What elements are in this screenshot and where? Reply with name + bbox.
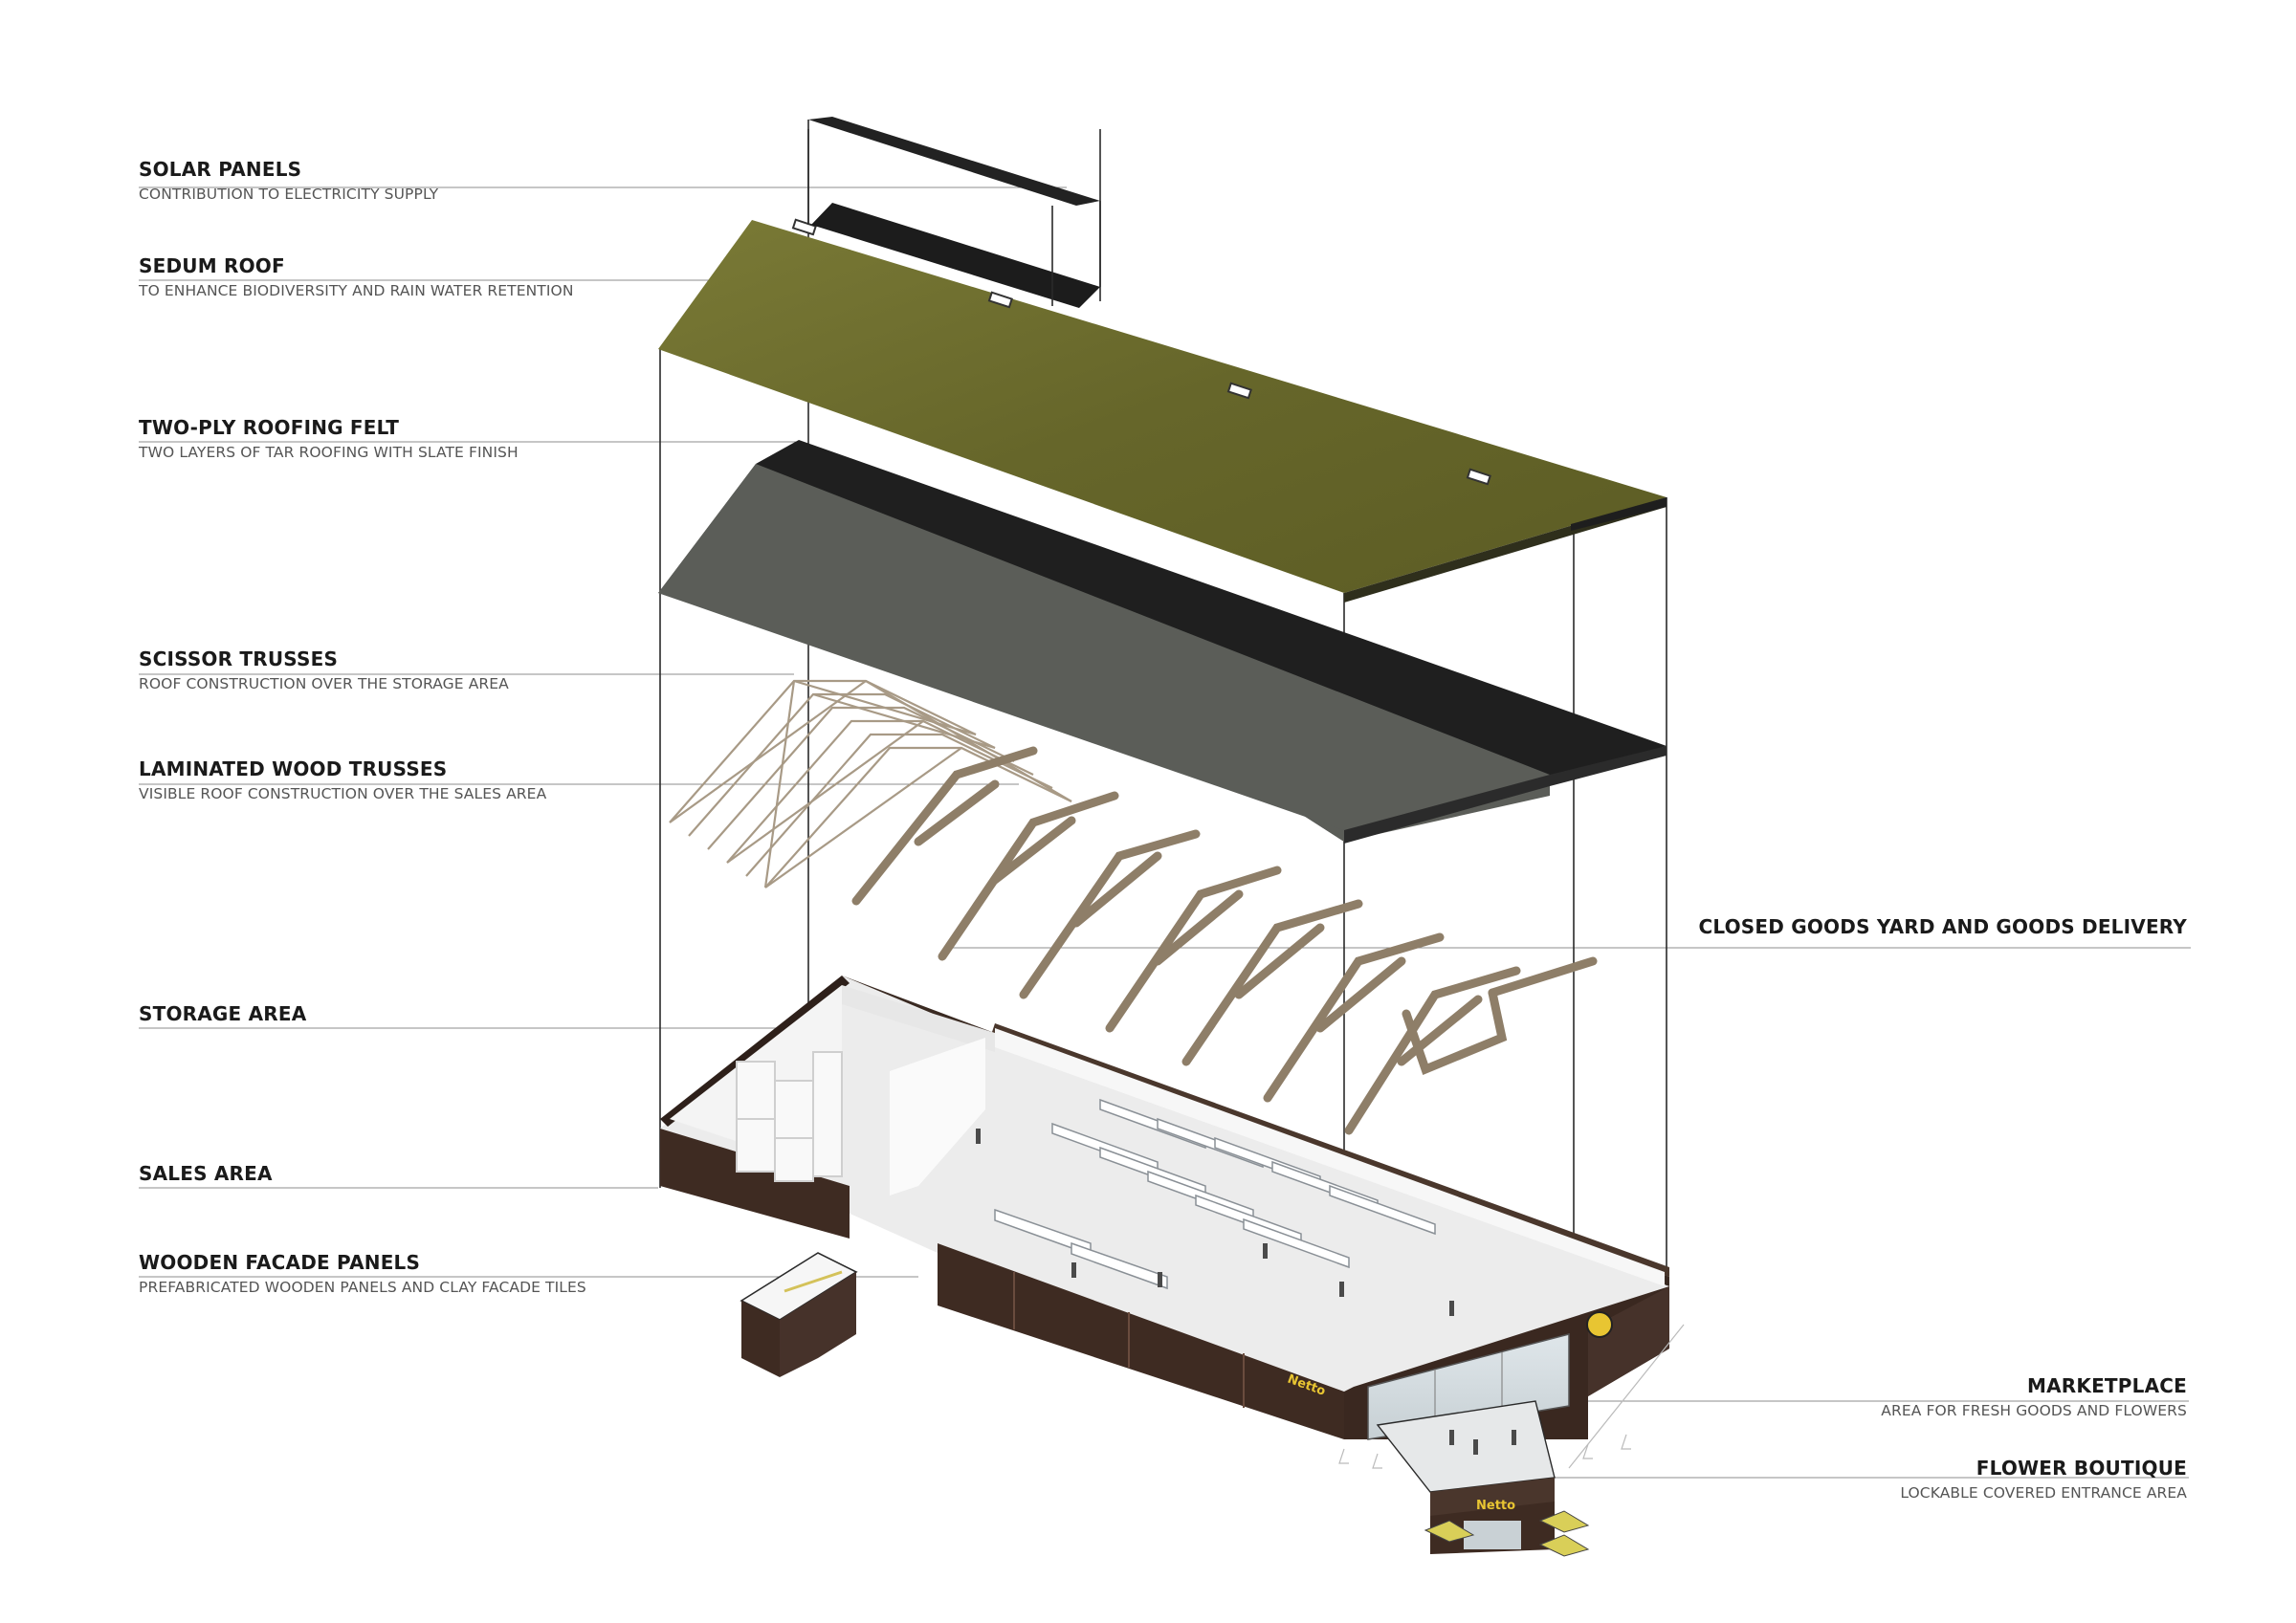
entrance-sign: Netto xyxy=(1476,1499,1515,1513)
label-subtitle: CONTRIBUTION TO ELECTRICITY SUPPLY xyxy=(139,186,439,203)
skylight xyxy=(1466,468,1491,486)
label-title: LAMINATED WOOD TRUSSES xyxy=(139,757,448,780)
laminated-truss xyxy=(1019,829,1201,999)
label-goods-yard: CLOSED GOODS YARD AND GOODS DELIVERY xyxy=(1699,915,2188,938)
shelving xyxy=(994,1098,1436,1290)
roofing-felt xyxy=(658,440,1667,844)
label-flower-boutique: FLOWER BOUTIQUE LOCKABLE COVERED ENTRANC… xyxy=(1900,1457,2187,1502)
laminated-truss xyxy=(1402,956,1598,1075)
facade-panel-sample xyxy=(740,1252,858,1377)
label-title: STORAGE AREA xyxy=(139,1002,307,1025)
laminated-truss xyxy=(1263,932,1445,1103)
label-sedum-roof: SEDUM ROOF TO ENHANCE BIODIVERSITY AND R… xyxy=(139,254,574,300)
label-storage-area: STORAGE AREA xyxy=(139,1002,306,1025)
label-laminated-trusses: LAMINATED WOOD TRUSSES VISIBLE ROOF CONS… xyxy=(139,757,546,803)
label-title: FLOWER BOUTIQUE xyxy=(1976,1457,2187,1480)
label-title: SALES AREA xyxy=(139,1162,273,1185)
sedum-roof xyxy=(658,218,1667,603)
label-subtitle: ROOF CONSTRUCTION OVER THE STORAGE AREA xyxy=(139,675,509,692)
label-title: SOLAR PANELS xyxy=(139,158,302,181)
scissor-trusses xyxy=(669,679,1072,888)
building-base xyxy=(660,976,1669,1440)
skylight xyxy=(1226,382,1252,400)
laminated-truss xyxy=(851,746,1038,906)
label-subtitle: AREA FOR FRESH GOODS AND FLOWERS xyxy=(1881,1402,2187,1419)
label-roofing-felt: TWO-PLY ROOFING FELT TWO LAYERS OF TAR R… xyxy=(139,416,519,462)
laminated-truss xyxy=(1181,899,1363,1066)
label-title: TWO-PLY ROOFING FELT xyxy=(139,416,400,439)
label-subtitle: PREFABRICATED WOODEN PANELS AND CLAY FAC… xyxy=(139,1279,586,1296)
label-subtitle: VISIBLE ROOF CONSTRUCTION OVER THE SALES… xyxy=(139,785,547,802)
skylight xyxy=(987,291,1013,309)
people xyxy=(976,1129,1454,1316)
label-title: WOODEN FACADE PANELS xyxy=(139,1251,421,1274)
market-umbrellas xyxy=(1424,1510,1590,1557)
flower-boutique-entrance xyxy=(1376,1400,1590,1557)
label-sales-area: SALES AREA xyxy=(139,1162,273,1185)
label-marketplace: MARKETPLACE AREA FOR FRESH GOODS AND FLO… xyxy=(1881,1374,2187,1420)
laminated-trusses xyxy=(851,746,1598,1135)
label-subtitle: TWO LAYERS OF TAR ROOFING WITH SLATE FIN… xyxy=(139,444,519,461)
ground-marks xyxy=(1338,1324,1685,1469)
leader-lines xyxy=(139,186,2191,1479)
skylight xyxy=(791,218,817,236)
label-title: MARKETPLACE xyxy=(2026,1374,2187,1397)
label-subtitle: LOCKABLE COVERED ENTRANCE AREA xyxy=(1900,1484,2187,1502)
label-scissor-trusses: SCISSOR TRUSSES ROOF CONSTRUCTION OVER T… xyxy=(139,647,509,693)
laminated-truss xyxy=(938,791,1119,961)
laminated-truss xyxy=(1344,966,1521,1135)
label-title: SEDUM ROOF xyxy=(139,254,285,277)
laminated-truss xyxy=(1105,866,1282,1033)
gable-logo xyxy=(1586,1311,1613,1338)
label-subtitle: TO ENHANCE BIODIVERSITY AND RAIN WATER R… xyxy=(139,282,574,299)
label-solar-panels: SOLAR PANELS CONTRIBUTION TO ELECTRICITY… xyxy=(139,158,438,204)
label-wooden-facade-panels: WOODEN FACADE PANELS PREFABRICATED WOODE… xyxy=(139,1251,586,1297)
solar-panels xyxy=(807,117,1101,308)
label-title: CLOSED GOODS YARD AND GOODS DELIVERY xyxy=(1698,915,2187,938)
label-title: SCISSOR TRUSSES xyxy=(139,647,339,670)
